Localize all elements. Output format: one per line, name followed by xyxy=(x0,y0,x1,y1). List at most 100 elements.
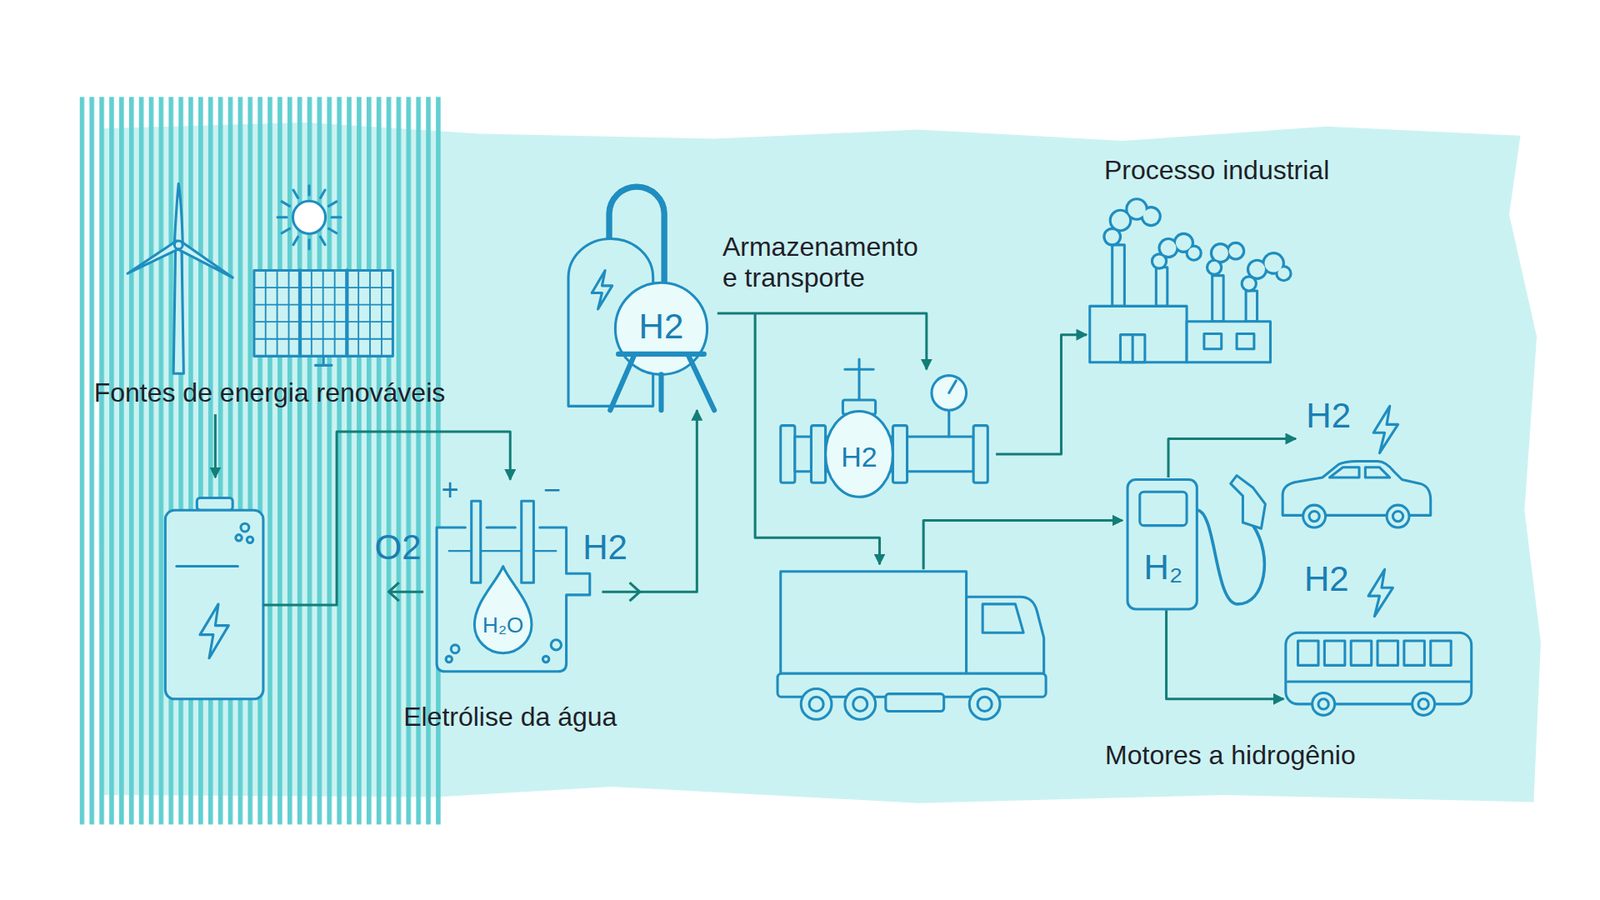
bus xyxy=(1287,680,1470,683)
battery xyxy=(235,535,242,541)
sun xyxy=(277,185,341,250)
smoke-cloud xyxy=(1205,241,1245,276)
factory xyxy=(1212,275,1224,322)
bus xyxy=(1404,640,1425,665)
storage-tank xyxy=(610,354,715,410)
car: H2 xyxy=(1295,395,1431,528)
factory xyxy=(1245,290,1257,322)
solar-panel xyxy=(254,270,394,365)
bus xyxy=(1324,640,1345,665)
electrolyzer xyxy=(550,640,561,650)
bus xyxy=(1418,699,1429,710)
sun xyxy=(292,200,325,234)
group-caption: Motores a hidrogênio xyxy=(1105,740,1356,771)
smoke-cloud xyxy=(1102,197,1292,292)
truck xyxy=(809,696,824,711)
pipeline-valve xyxy=(892,425,907,484)
fuel-pump xyxy=(1140,491,1187,525)
sun xyxy=(277,185,341,250)
pipeline-valve xyxy=(949,380,957,394)
storage-tank xyxy=(591,270,612,310)
fuel-pump xyxy=(1127,475,1265,610)
truck xyxy=(969,689,1000,720)
bus xyxy=(1430,640,1451,665)
smoke-cloud xyxy=(1243,277,1255,290)
node-label: Processo industrial xyxy=(1104,155,1330,186)
bus xyxy=(1298,640,1319,665)
flow-connector xyxy=(1166,610,1285,700)
truck xyxy=(800,689,832,720)
fuel-pump: H₂ xyxy=(1127,477,1276,610)
gas-label: H2 xyxy=(582,527,628,568)
smoke-cloud xyxy=(1229,244,1243,258)
pipeline-valve: H2 xyxy=(780,369,989,497)
flow-connector xyxy=(995,335,1087,455)
node-label: H2 xyxy=(1305,395,1351,436)
factory xyxy=(1090,305,1187,362)
truck xyxy=(845,689,876,720)
bus xyxy=(1368,569,1393,616)
flow-line xyxy=(755,313,880,565)
electrolyzer xyxy=(436,527,590,672)
factory xyxy=(1186,321,1270,363)
smoke-cloud xyxy=(1240,251,1293,292)
smoke-cloud xyxy=(1127,200,1145,218)
wind-turbine xyxy=(174,183,183,243)
bus xyxy=(1318,699,1329,710)
car xyxy=(1303,505,1326,528)
fuel-pump xyxy=(1127,480,1197,610)
energy-band: Fontes de energia renováveis xyxy=(80,96,441,825)
smoke-cloud xyxy=(1105,230,1119,244)
battery xyxy=(196,498,233,511)
electrode-sign: + xyxy=(440,472,459,507)
node-label: H2 xyxy=(1304,559,1350,600)
smoke-cloud xyxy=(1150,232,1203,270)
pipeline-valve xyxy=(780,425,795,484)
battery xyxy=(246,536,253,543)
pipeline-valve xyxy=(780,359,989,497)
truck xyxy=(966,596,1045,674)
car xyxy=(1309,510,1320,521)
node-caption: Eletrólise da água xyxy=(403,701,617,733)
storage-tank xyxy=(568,186,715,410)
car xyxy=(1386,505,1410,528)
car xyxy=(1282,405,1431,528)
node-caption: Armazenamento e transporte xyxy=(722,231,931,294)
bus xyxy=(1312,692,1335,715)
storage-tank: H2Armazenamento e transporte xyxy=(568,185,718,410)
smoke-cloud xyxy=(1188,247,1200,260)
wind-turbine xyxy=(127,240,181,274)
car xyxy=(1373,405,1398,453)
pipeline-valve xyxy=(825,410,894,497)
fuel-pump xyxy=(1230,475,1266,530)
smoke-cloud xyxy=(1160,240,1177,256)
flow-line xyxy=(215,313,1123,601)
gas-label: O2 xyxy=(375,527,422,568)
factory xyxy=(1090,197,1293,363)
electrolyzer xyxy=(449,550,557,552)
battery xyxy=(176,565,238,568)
electrolyzer xyxy=(436,500,590,671)
factory: Processo industrial xyxy=(1086,194,1274,363)
bus xyxy=(1377,640,1398,665)
factory xyxy=(1112,245,1125,306)
smoke-cloud xyxy=(1143,208,1160,225)
electrolyzer xyxy=(521,500,535,583)
car xyxy=(1282,460,1431,515)
solar-panel xyxy=(315,355,332,365)
stripe-band xyxy=(80,96,443,825)
car xyxy=(1330,467,1390,478)
battery xyxy=(165,498,264,700)
electrolyzer xyxy=(542,655,549,662)
bus xyxy=(1285,632,1472,705)
node-label: H2 xyxy=(840,440,877,474)
flow-connector xyxy=(717,313,927,370)
flow-line xyxy=(389,582,425,601)
smoke-cloud xyxy=(1111,211,1130,230)
smoke-cloud xyxy=(1210,242,1231,264)
wind-turbine xyxy=(127,183,233,374)
pipeline-valve xyxy=(973,425,988,484)
electrolyzer xyxy=(450,645,460,654)
